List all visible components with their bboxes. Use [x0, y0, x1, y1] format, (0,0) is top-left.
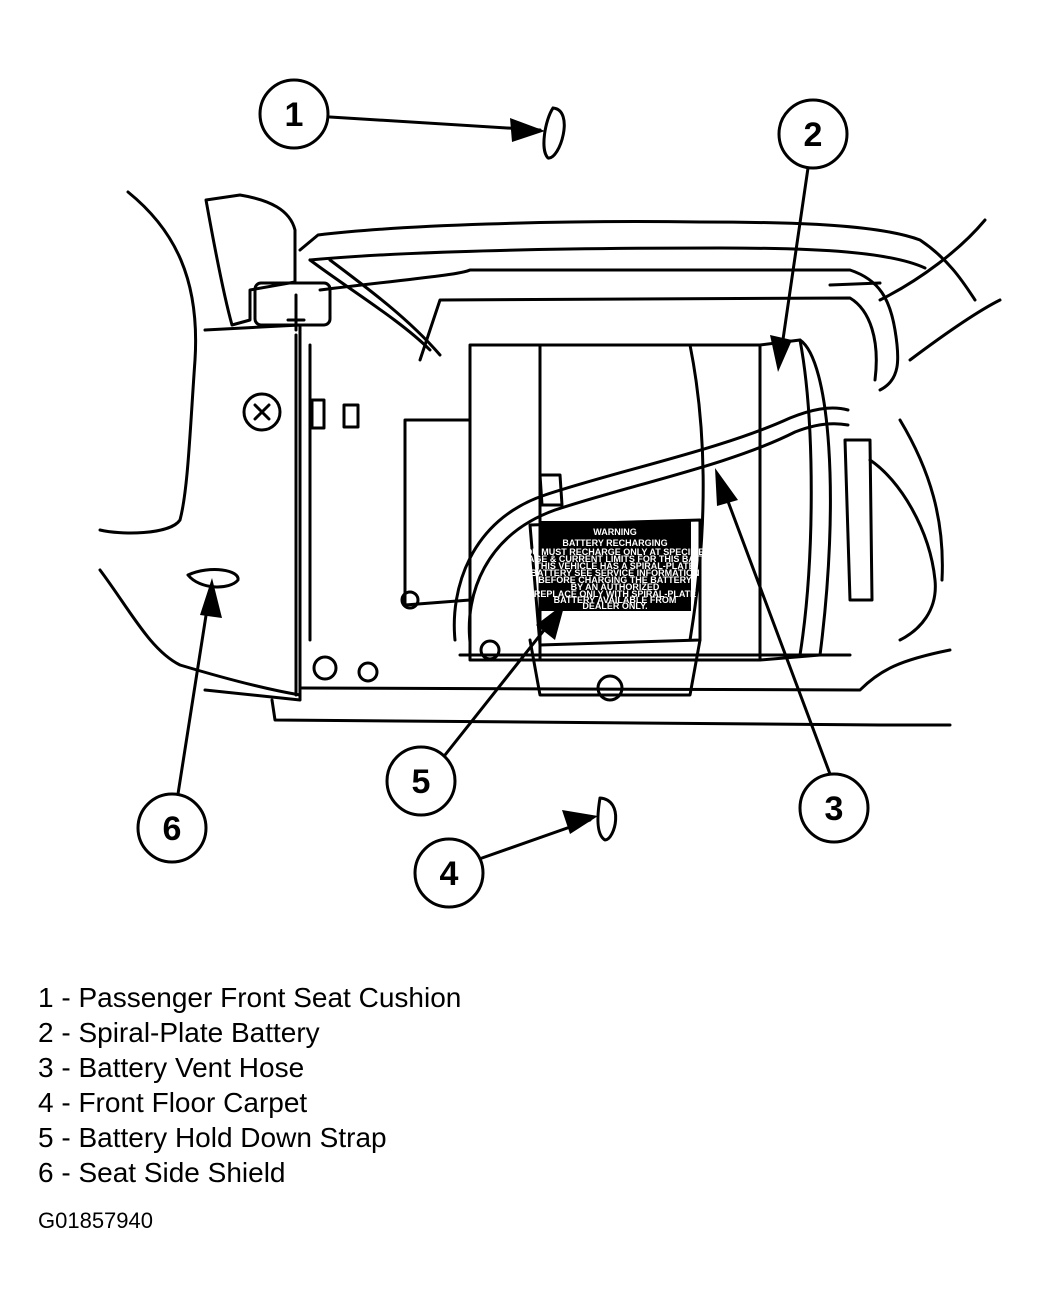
callout-circle-4: [413, 837, 485, 909]
seat-cushion-marker: [542, 106, 566, 160]
leader-2: [778, 166, 810, 362]
figure-id: G01857940: [38, 1208, 153, 1233]
arrowhead-5: [536, 603, 565, 640]
warning-label-line: BATTERY AVAILABLE FROM: [554, 595, 677, 605]
warning-label-line: YOU MUST RECHARGE ONLY AT SPECIFIED: [519, 547, 711, 557]
strap-base: [528, 638, 702, 697]
callout-number-6: 6: [163, 810, 182, 848]
callout-number-3: 3: [825, 790, 844, 828]
floor-pan-bottom: [270, 698, 952, 727]
callout-number-5: 5: [412, 763, 431, 801]
warning-label-title: WARNING: [593, 527, 637, 537]
legend-item: 2 - Spiral-Plate Battery: [38, 1017, 320, 1048]
leader-3: [718, 478, 832, 776]
warning-label-line: BY AN AUTHORIZED: [571, 582, 660, 592]
legend-item: 6 - Seat Side Shield: [38, 1157, 286, 1188]
right-rail-tube: [828, 281, 882, 287]
callout-number-4: 4: [440, 855, 459, 893]
callout-number-1: 1: [285, 96, 304, 134]
arrowhead-3: [715, 468, 738, 506]
cross-member-2: [328, 258, 442, 357]
warning-label-line: REPLACE ONLY WITH SPIRAL-PLATE: [534, 589, 696, 599]
floor-carpet-marker: [596, 796, 618, 842]
warning-label-line: BATTERY SEE SERVICE INFORMATION: [530, 568, 699, 578]
battery-end-cap: [758, 338, 832, 662]
battery-case-curve: [688, 343, 705, 642]
vent-hose-clip: [538, 473, 564, 507]
seat-side-shield-outline: [98, 190, 198, 535]
shield-clip-2: [342, 403, 360, 429]
bolt: [312, 655, 338, 681]
legend-item: 3 - Battery Vent Hose: [38, 1052, 305, 1083]
warning-label-line: VOLTAGE & CURRENT LIMITS FOR THIS BATTER…: [505, 554, 725, 564]
bracket-bolt: [286, 293, 306, 332]
bolt: [400, 590, 420, 610]
right-seat-rail: [878, 218, 987, 302]
shield-clip: [310, 398, 326, 430]
arrowhead-2: [770, 335, 792, 372]
callout-circle-1: [258, 78, 330, 150]
warning-label-body: YOU MUST RECHARGE ONLY AT SPECIFIED VOLT…: [505, 547, 725, 611]
callout-circle-6: [136, 792, 208, 864]
floor-pan-top: [298, 220, 977, 302]
arrowhead-6: [200, 578, 222, 618]
bracket-block: [253, 281, 332, 327]
battery-location-diagram: WARNING BATTERY RECHARGING YOU MUST RECH…: [98, 78, 1002, 909]
vent-hose-outer: [452, 406, 850, 642]
tray-rim: [318, 268, 900, 392]
warning-label-line: BEFORE CHARGING THE BATTERY: [538, 575, 692, 585]
vent-hose-inner: [467, 422, 850, 644]
floor-pan-bottom-inner: [298, 648, 952, 692]
legend: 1 - Passenger Front Seat Cushion 2 - Spi…: [38, 980, 461, 1190]
floor-pan-top-inner: [308, 246, 927, 270]
arrowhead-4: [562, 810, 598, 834]
warning-label-line: THIS VEHICLE HAS A SPIRAL-PLATE: [535, 561, 694, 571]
callout-circle-3: [798, 772, 870, 844]
leader-1: [328, 115, 542, 132]
shield-screw-cross: [253, 403, 271, 421]
tray-rim-inner: [418, 296, 878, 382]
leader-5: [443, 608, 562, 757]
connector: [843, 438, 874, 602]
harness: [868, 458, 937, 642]
right-seat-rail-2: [908, 298, 1002, 362]
callout-circle-2: [777, 98, 849, 170]
cross-member: [308, 258, 432, 352]
battery-case: [468, 343, 762, 662]
harness-2: [898, 418, 944, 582]
callout-circle-5: [385, 745, 457, 817]
callout-number-2: 2: [804, 116, 823, 154]
legend-item: 4 - Front Floor Carpet: [38, 1087, 308, 1118]
seat-bracket: [204, 193, 297, 327]
warning-label-subtitle: BATTERY RECHARGING: [562, 538, 667, 548]
legend-item: 1 - Passenger Front Seat Cushion: [38, 982, 462, 1013]
seat-cushion-edge: [98, 568, 302, 697]
arrowhead-1: [510, 118, 545, 142]
leader-6: [176, 588, 212, 796]
shield-screw-head: [242, 392, 282, 432]
battery-left-block: [403, 418, 472, 607]
bolt: [479, 639, 501, 661]
side-shield-marker: [186, 568, 240, 589]
shield-panel: [203, 323, 302, 702]
legend-item: 5 - Battery Hold Down Strap: [38, 1122, 387, 1153]
battery-end-cap-inner: [798, 338, 813, 657]
bolt: [357, 661, 379, 683]
warning-label: [539, 521, 691, 611]
warning-label-line: DEALER ONLY.: [582, 601, 647, 611]
